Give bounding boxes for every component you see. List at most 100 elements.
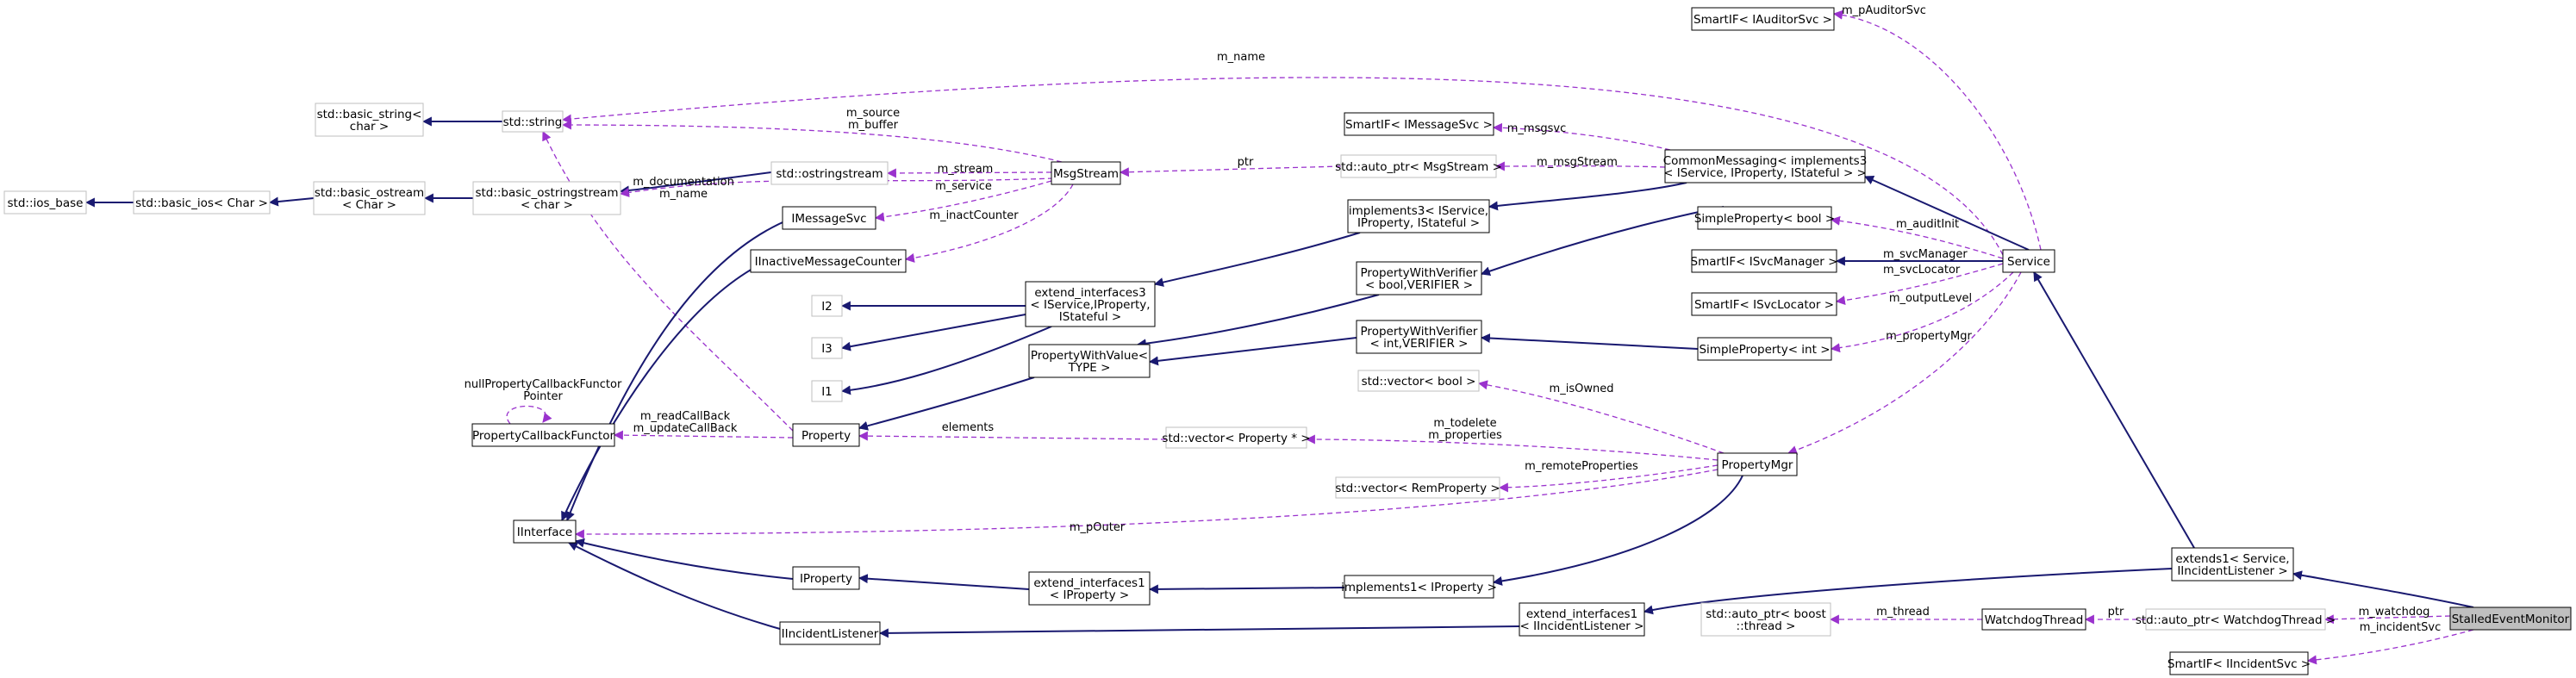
- class-node-box: [811, 337, 843, 359]
- class-node-std-basic-ostream[interactable]: std::basic_ostream< Char >: [313, 181, 426, 215]
- class-node-watchdogthread[interactable]: WatchdogThread: [1981, 608, 2086, 631]
- class-node-iinactivemessagecounter[interactable]: IInactiveMessageCounter: [750, 249, 907, 273]
- edge-label-nullprop: nullPropertyCallbackFunctor: [465, 378, 622, 391]
- class-node-simpleproperty-bool[interactable]: SimpleProperty< bool >: [1694, 206, 1835, 230]
- class-node-imessagesvc[interactable]: IMessageSvc: [782, 206, 876, 230]
- class-node-box: [313, 181, 426, 215]
- class-node-smartif-iincidentsvc[interactable]: SmartIF< IIncidentSvc >: [2167, 651, 2311, 675]
- edge-label-svcmanager: m_svcManager: [1883, 248, 1968, 261]
- class-node-std-string[interactable]: std::string: [502, 110, 564, 133]
- class-node-simpleproperty-int[interactable]: SimpleProperty< int >: [1697, 337, 1832, 361]
- class-node-box: [1691, 7, 1835, 31]
- class-node-smartif-isvclocator[interactable]: SmartIF< ISvcLocator >: [1691, 292, 1837, 316]
- class-node-box: [1028, 571, 1151, 606]
- class-node-std-auto-ptr-boost-thread[interactable]: std::auto_ptr< boost::thread >: [1700, 602, 1831, 637]
- class-node-commonmessaging[interactable]: CommonMessaging< implements3< IService, …: [1663, 149, 1868, 183]
- class-node-propertywithverifier-bool[interactable]: PropertyWithVerifier< bool,VERIFIER >: [1356, 261, 1482, 295]
- usage-edge: [1832, 9, 2042, 251]
- class-node-label: < IIncidentListener >: [1520, 619, 1644, 633]
- class-node-propertymgr[interactable]: PropertyMgr: [1717, 452, 1798, 476]
- edge-label-service: m_service: [935, 180, 992, 193]
- usage-edge: [886, 168, 1052, 178]
- class-node-std-vector-property[interactable]: std::vector< Property * >: [1162, 426, 1311, 449]
- class-node-label: std::vector< RemProperty >: [1335, 482, 1500, 495]
- class-node-std-basic-ios[interactable]: std::basic_ios< Char >: [133, 190, 271, 215]
- class-node-box: [133, 190, 271, 215]
- edge-label-doc_name: m_name: [659, 188, 708, 201]
- usage-edge: [542, 131, 794, 432]
- edge-label-readcallback: m_updateCallBack: [633, 422, 738, 435]
- usage-edge: [1830, 271, 2014, 353]
- class-node-label: ::thread >: [1737, 619, 1796, 633]
- class-node-smartif-iauditorsvc[interactable]: SmartIF< IAuditorSvc >: [1691, 7, 1835, 31]
- edge-label-name: m_name: [1217, 51, 1265, 64]
- usage-edge: [1492, 122, 1671, 151]
- class-node-i3[interactable]: I3: [811, 337, 843, 359]
- class-node-label: CommonMessaging< implements3: [1663, 154, 1868, 168]
- class-node-box: [3, 190, 87, 215]
- class-node-std-vector-remproperty[interactable]: std::vector< RemProperty >: [1335, 476, 1500, 499]
- class-node-stalledeventmonitor[interactable]: StalledEventMonitor: [2449, 606, 2572, 631]
- class-node-propertycallbackfunctor[interactable]: PropertyCallbackFunctor: [471, 423, 615, 447]
- class-node-implements3[interactable]: implements3< IService,IProperty, IStatef…: [1347, 199, 1490, 233]
- class-node-label: std::auto_ptr< WatchdogThread >: [2136, 613, 2336, 627]
- class-node-box: [471, 423, 615, 447]
- edge-label-propertymgr: m_propertyMgr: [1886, 330, 1972, 343]
- class-node-box: [1519, 602, 1645, 637]
- class-node-box: [811, 295, 843, 317]
- class-node-std-ostringstream[interactable]: std::ostringstream: [770, 161, 889, 185]
- class-node-extend-interfaces1-iproperty[interactable]: extend_interfaces1< IProperty >: [1028, 571, 1151, 606]
- class-node-label: < char >: [521, 198, 573, 212]
- class-node-std-basic-string[interactable]: std::basic_string<char >: [315, 103, 424, 137]
- class-node-propertywithvalue[interactable]: PropertyWithValue<TYPE >: [1028, 344, 1151, 378]
- usage-edge: [858, 431, 1167, 441]
- class-node-extend-interfaces1-iincidentlistener[interactable]: extend_interfaces1< IIncidentListener >: [1519, 602, 1645, 637]
- class-node-label: < bool,VERIFIER >: [1365, 278, 1473, 292]
- inheritance-edge: [2292, 570, 2474, 608]
- edge-label-ptr_wd: ptr: [2108, 606, 2124, 619]
- class-node-service[interactable]: Service: [2002, 249, 2055, 273]
- class-node-std-vector-bool[interactable]: std::vector< bool >: [1357, 370, 1480, 392]
- inheritance-edge: [268, 196, 315, 207]
- class-node-label: std::auto_ptr< boost: [1706, 607, 1826, 621]
- class-node-label: extend_interfaces1: [1526, 607, 1637, 621]
- class-node-box: [1347, 199, 1490, 233]
- usage-edge: [574, 469, 1718, 539]
- class-node-property[interactable]: Property: [792, 423, 860, 447]
- class-node-auto-ptr-watchdogthread[interactable]: std::auto_ptr< WatchdogThread >: [2136, 608, 2336, 631]
- class-node-label: I1: [821, 385, 833, 399]
- class-node-msgstream[interactable]: MsgStream: [1051, 161, 1121, 185]
- class-node-i2[interactable]: I2: [811, 295, 843, 317]
- usage-edge: [561, 77, 2004, 256]
- class-node-i1[interactable]: I1: [811, 380, 843, 402]
- class-node-extend-interfaces3[interactable]: extend_interfaces3< IService,IProperty,I…: [1025, 281, 1156, 327]
- class-node-label: std::basic_ostringstream: [475, 186, 618, 200]
- class-node-label: std::auto_ptr< MsgStream >: [1335, 160, 1502, 174]
- class-node-extends1[interactable]: extends1< Service,IIncidentListener >: [2171, 547, 2294, 582]
- class-node-box: [782, 206, 876, 230]
- class-node-std-ios-base[interactable]: std::ios_base: [3, 190, 87, 215]
- class-node-label: char >: [350, 120, 389, 134]
- inheritance-edge: [561, 260, 768, 521]
- class-node-iincidentlistener[interactable]: IIncidentListener: [779, 621, 881, 645]
- edge-label-outputlevel: m_outputLevel: [1889, 292, 1972, 305]
- class-node-iproperty[interactable]: IProperty: [792, 566, 860, 590]
- inheritance-edge: [1136, 294, 1380, 349]
- class-node-smartif-imessagesvc[interactable]: SmartIF< IMessageSvc >: [1344, 112, 1494, 136]
- class-node-std-basic-ostringstream[interactable]: std::basic_ostringstream< char >: [472, 181, 621, 215]
- class-node-box: [315, 103, 424, 137]
- inheritance-edge: [1480, 206, 1725, 276]
- class-node-label: std::basic_string<: [317, 108, 422, 121]
- class-node-propertywithverifier-int[interactable]: PropertyWithVerifier< int,VERIFIER >: [1356, 320, 1482, 354]
- class-node-implements1-iproperty[interactable]: implements1< IProperty >: [1341, 575, 1497, 599]
- usage-edge: [506, 405, 552, 425]
- edge-label-msgsvc: m_msgsvc: [1507, 122, 1566, 135]
- class-node-box: [1691, 292, 1837, 316]
- class-node-smartif-isvcmanager[interactable]: SmartIF< ISvcManager >: [1691, 249, 1838, 273]
- class-node-auto-ptr-msgstream[interactable]: std::auto_ptr< MsgStream >: [1335, 154, 1502, 178]
- class-node-box: [779, 621, 881, 645]
- class-node-label: std::ios_base: [8, 196, 84, 210]
- class-node-box: [792, 423, 860, 447]
- class-node-iinterface[interactable]: IInterface: [513, 519, 577, 544]
- usage-edge: [1119, 165, 1342, 177]
